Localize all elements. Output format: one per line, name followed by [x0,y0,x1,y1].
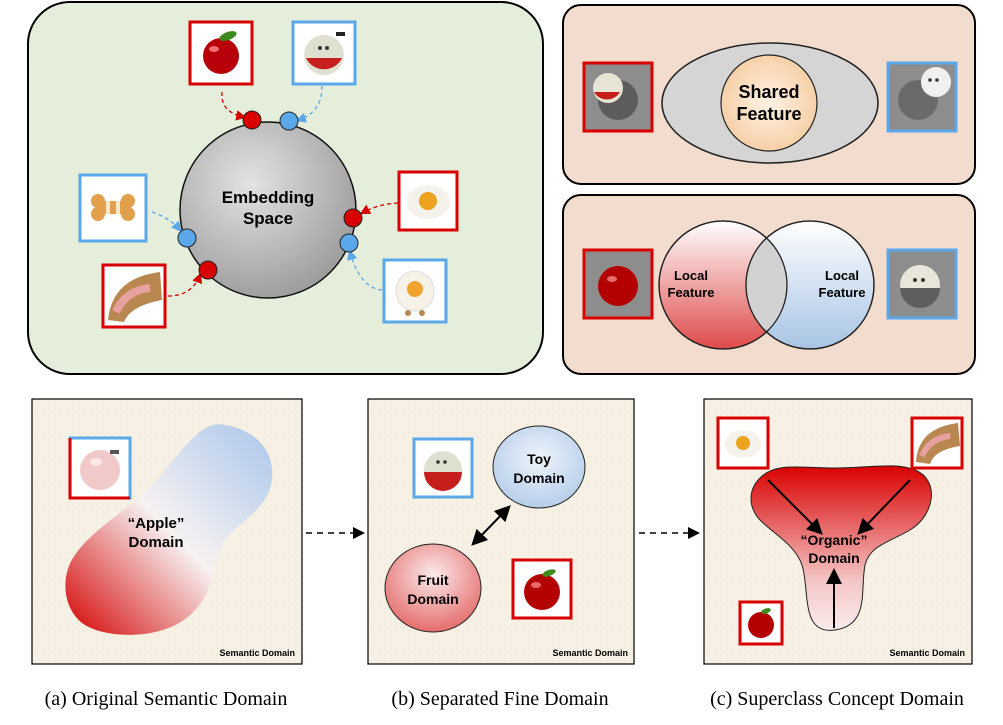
shared-label-line1: Shared [738,82,799,102]
panel-c-corner-label: Semantic Domain [889,648,965,658]
shared-label-line2: Feature [736,104,801,124]
blue-arrow-appletoy [295,85,323,123]
local-right-label-line1: Local [825,268,859,283]
blue-dot [279,111,299,131]
toy-shared-thumbnail [886,61,958,133]
shared-feature-circle [720,54,818,152]
arrow-crust-to-organic [857,479,911,535]
red-dot [343,208,363,228]
apple-toy-thumbnail [412,437,474,499]
red-apple-small-thumbnail [738,600,784,646]
caption-a: (a) Original Semantic Domain [45,688,288,710]
local-feature-panel: Local Feature Local Feature [562,194,976,375]
apple-domain-thumbnail [68,436,132,500]
embedding-panel: Embedding Space [27,1,544,375]
toy-local-thumbnail [886,248,958,320]
fruit-domain-label-line1: Fruit [417,572,448,588]
local-left-label-line1: Local [674,268,708,283]
red-dot [242,110,262,130]
red-arrow-apple [221,91,247,121]
bone-toy-photo [78,173,148,243]
toy-domain-ellipse [492,425,586,509]
panel-c: “Organic” Domain Semantic Domain [703,398,973,665]
panel-b: Toy Domain Fruit Domain Semantic Domain [367,398,635,665]
apple-domain-label-line2: Domain [128,534,183,551]
embedding-label-line2: Space [243,209,293,228]
local-right-label-line2: Feature [819,285,866,300]
panel-b-corner-label: Semantic Domain [552,648,628,658]
caption-b: (b) Separated Fine Domain [391,688,608,710]
organic-domain-label-line2: Domain [808,550,859,566]
shared-feature-panel: Shared Feature [562,4,976,185]
egg-plush-photo [382,258,448,324]
caption-c: (c) Superclass Concept Domain [710,688,964,710]
red-apple-photo [188,20,254,86]
blue-arrow-plush [347,249,383,291]
red-arrow-egg [359,202,399,215]
organic-domain-label-line1: “Organic” [801,532,868,548]
embedding-label-line1: Embedding [222,188,315,207]
red-dot [198,260,218,280]
panel-a-corner-label: Semantic Domain [219,648,295,658]
pizza-crust-photo [101,263,167,329]
fruit-domain-ellipse [384,543,482,633]
fruit-domain-label-line2: Domain [407,591,458,607]
apple-domain-shape [65,424,273,635]
double-arrow-toy-fruit [471,505,511,546]
red-apple-thumbnail [511,558,573,620]
blue-dot [339,233,359,253]
panel-a: “Apple” Domain Semantic Domain [31,398,303,665]
blue-arrow-bone [151,211,182,232]
red-arrow-pizza [167,272,203,297]
toy-domain-label-line1: Toy [527,451,551,467]
apple-shared-thumbnail [582,61,654,133]
toy-domain-label-line2: Domain [513,470,564,486]
apple-domain-label-line1: “Apple” [128,515,185,532]
fried-egg-thumbnail [716,416,770,470]
arrow-egg-to-organic [767,479,823,535]
local-left-label-line2: Feature [668,285,715,300]
apple-local-thumbnail [582,248,654,320]
blue-dot [177,228,197,248]
pizza-crust-thumbnail [910,416,964,470]
fried-egg-photo [397,170,459,232]
apple-toy-photo [291,20,357,86]
